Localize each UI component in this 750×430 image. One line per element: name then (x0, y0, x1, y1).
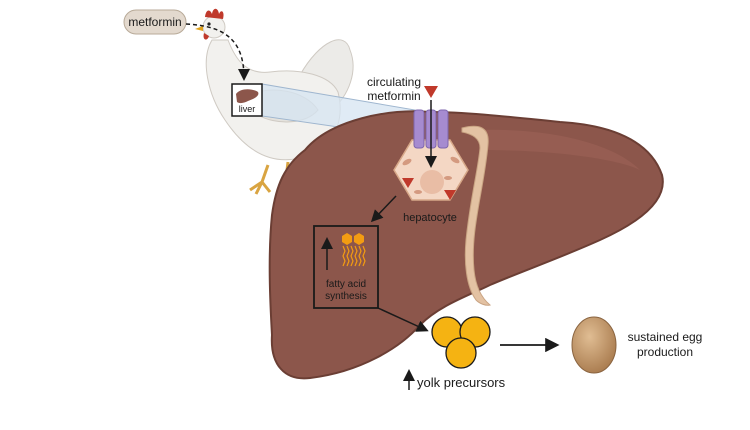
liver-inset-label: liver (239, 104, 256, 114)
fatty-acid-label-2: synthesis (325, 291, 367, 302)
intracellular-metformin-triangle (444, 190, 456, 200)
fatty-acid-icon (342, 233, 366, 267)
liver-inset-icon (236, 89, 259, 104)
egg-production-label-2: production (637, 345, 693, 359)
fatty-acid-synthesis-box (313, 225, 379, 309)
egg-icon (571, 316, 617, 374)
metformin-label: metformin (128, 15, 181, 29)
intracellular-metformin-triangle (402, 178, 414, 188)
hepatocyte-label: hepatocyte (403, 212, 457, 224)
yolk-precursor-cluster (431, 316, 491, 369)
liver-organ (268, 110, 664, 380)
metformin-pill (123, 9, 187, 35)
fatty-acid-to-yolk-arrow (377, 307, 429, 332)
falciform-ligament (461, 125, 492, 306)
circulating-metformin-label-1: circulating (367, 75, 421, 89)
hepatocyte-to-fatty-acid-arrow (370, 195, 397, 223)
hepatocyte-cell (393, 139, 469, 201)
egg-production-label-1: sustained egg (628, 330, 703, 344)
circulating-metformin-label-2: metformin (367, 89, 420, 103)
fatty-acid-label-1: fatty acid (326, 279, 366, 290)
metformin-ingestion-arrow (185, 23, 250, 81)
circulating-metformin-triangle (424, 86, 438, 98)
yolk-precursors-label: yolk precursors (417, 375, 506, 390)
